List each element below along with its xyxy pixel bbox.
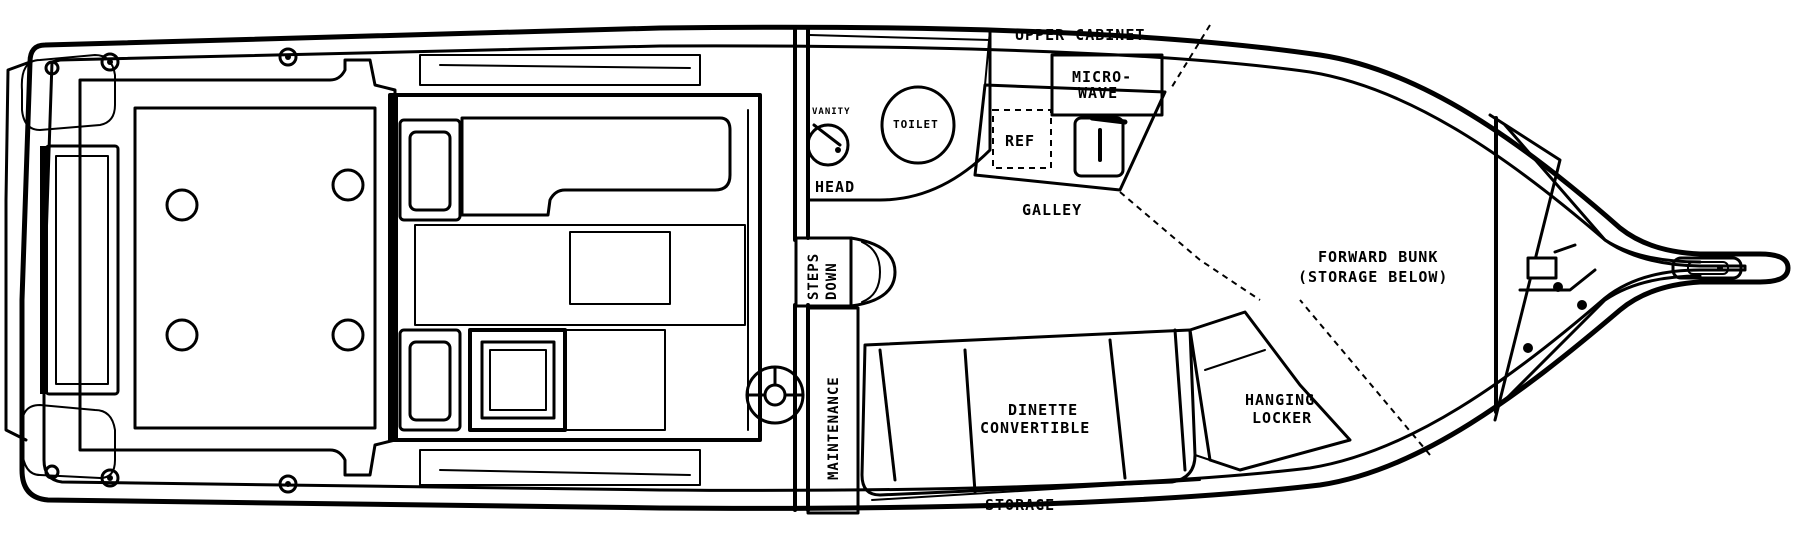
bow-anchor-roller — [1671, 256, 1743, 280]
toilet-icon — [880, 85, 956, 165]
label-dinette-line2: CONVERTIBLE — [980, 419, 1090, 437]
maintenance-hatch — [806, 306, 860, 515]
label-hanging-line1: HANGING — [1245, 391, 1315, 409]
label-microwave-line1: MICRO- — [1072, 68, 1132, 86]
steps-down — [794, 236, 897, 308]
helm-area — [388, 54, 762, 486]
refrigerator-outline — [992, 109, 1052, 169]
label-forward-bunk-line2: (STORAGE BELOW) — [1298, 268, 1448, 286]
forward-bunk — [1299, 113, 1702, 456]
cockpit — [78, 58, 397, 477]
label-vanity: VANITY — [812, 107, 851, 117]
label-upper-cabinet: UPPER CABINET — [1015, 26, 1145, 44]
label-galley: GALLEY — [1022, 201, 1082, 219]
label-dinette-line1: DINETTE — [1008, 401, 1078, 419]
windlass-icon — [1518, 243, 1597, 353]
label-steps-line1: STEPS — [806, 253, 822, 300]
room-labels: UPPER CABINET MICRO- WAVE VANITY TOILET … — [806, 26, 1448, 514]
galley — [973, 24, 1261, 301]
hull-outline — [19, 24, 1791, 511]
label-head: HEAD — [815, 178, 855, 196]
head-compartment — [806, 28, 992, 202]
vanity-icon — [806, 123, 850, 167]
deck-fittings — [44, 47, 298, 494]
label-forward-bunk-line1: FORWARD BUNK — [1318, 248, 1438, 266]
label-ref: REF — [1005, 132, 1035, 150]
label-microwave-line2: WAVE — [1078, 84, 1118, 102]
transom — [4, 54, 120, 479]
label-hanging-line2: LOCKER — [1252, 409, 1312, 427]
hanging-locker — [1188, 310, 1352, 472]
label-steps-line2: DOWN — [824, 262, 840, 300]
stove-icon — [1073, 115, 1128, 178]
dinette — [860, 328, 1201, 501]
label-storage: STORAGE — [985, 496, 1055, 514]
label-maintenance: MAINTENANCE — [826, 376, 842, 480]
label-toilet: TOILET — [893, 118, 939, 131]
